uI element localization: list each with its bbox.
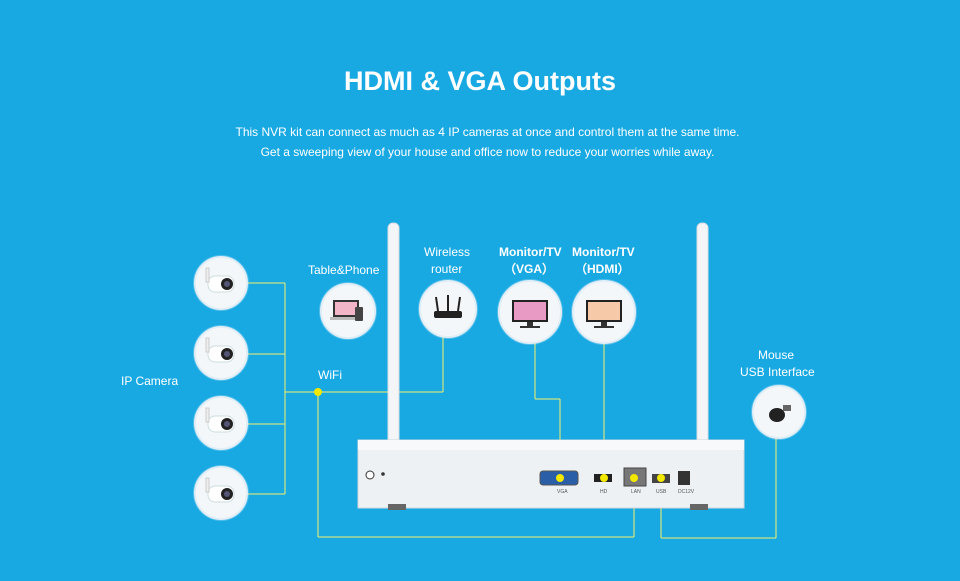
wireless-router-device bbox=[419, 280, 477, 338]
mouse-device bbox=[752, 385, 806, 439]
wifi-label: WiFi bbox=[318, 368, 342, 382]
page-title: HDMI & VGA Outputs bbox=[344, 66, 616, 96]
mouse-label-2: USB Interface bbox=[740, 365, 815, 379]
monitor-vga-label-1: Monitor/TV bbox=[499, 245, 562, 259]
port-label-hd: HD bbox=[600, 489, 608, 495]
ip-camera-2 bbox=[194, 326, 248, 380]
camera-icon bbox=[205, 477, 235, 503]
monitor-hdmi-label-1: Monitor/TV bbox=[572, 245, 635, 259]
mouse-icon bbox=[769, 405, 791, 422]
port-label-lan: LAN bbox=[631, 489, 641, 495]
ip-camera-1 bbox=[194, 256, 248, 310]
wireless-router-label-2: router bbox=[431, 262, 463, 276]
monitor-hdmi-device bbox=[572, 280, 636, 344]
monitor-vga-label-2: （VGA） bbox=[504, 262, 555, 276]
nvr-device-icon bbox=[357, 222, 745, 510]
port-label-usb: USB bbox=[656, 489, 667, 495]
monitor-vga-device bbox=[498, 280, 562, 344]
laptop-phone-icon bbox=[330, 300, 363, 321]
wireless-router-label-1: Wireless bbox=[424, 245, 471, 259]
mouse-label-1: Mouse bbox=[758, 348, 795, 362]
description-line-1: This NVR kit can connect as much as 4 IP… bbox=[235, 125, 740, 139]
port-label-vga: VGA bbox=[557, 489, 568, 495]
monitor-icon bbox=[586, 300, 622, 328]
ip-camera-4 bbox=[194, 466, 248, 520]
ip-camera-label: IP Camera bbox=[121, 374, 179, 388]
camera-icon bbox=[205, 267, 235, 293]
camera-icon bbox=[205, 407, 235, 433]
monitor-hdmi-label-2: （HDMI） bbox=[575, 262, 630, 276]
table-phone-label: Table&Phone bbox=[308, 263, 380, 277]
camera-icon bbox=[205, 337, 235, 363]
port-label-dc: DC12V bbox=[678, 489, 695, 495]
router-icon bbox=[434, 295, 462, 318]
monitor-icon bbox=[512, 300, 548, 328]
description-line-2: Get a sweeping view of your house and of… bbox=[260, 145, 715, 159]
ip-camera-3 bbox=[194, 396, 248, 450]
table-phone-device bbox=[320, 283, 376, 339]
